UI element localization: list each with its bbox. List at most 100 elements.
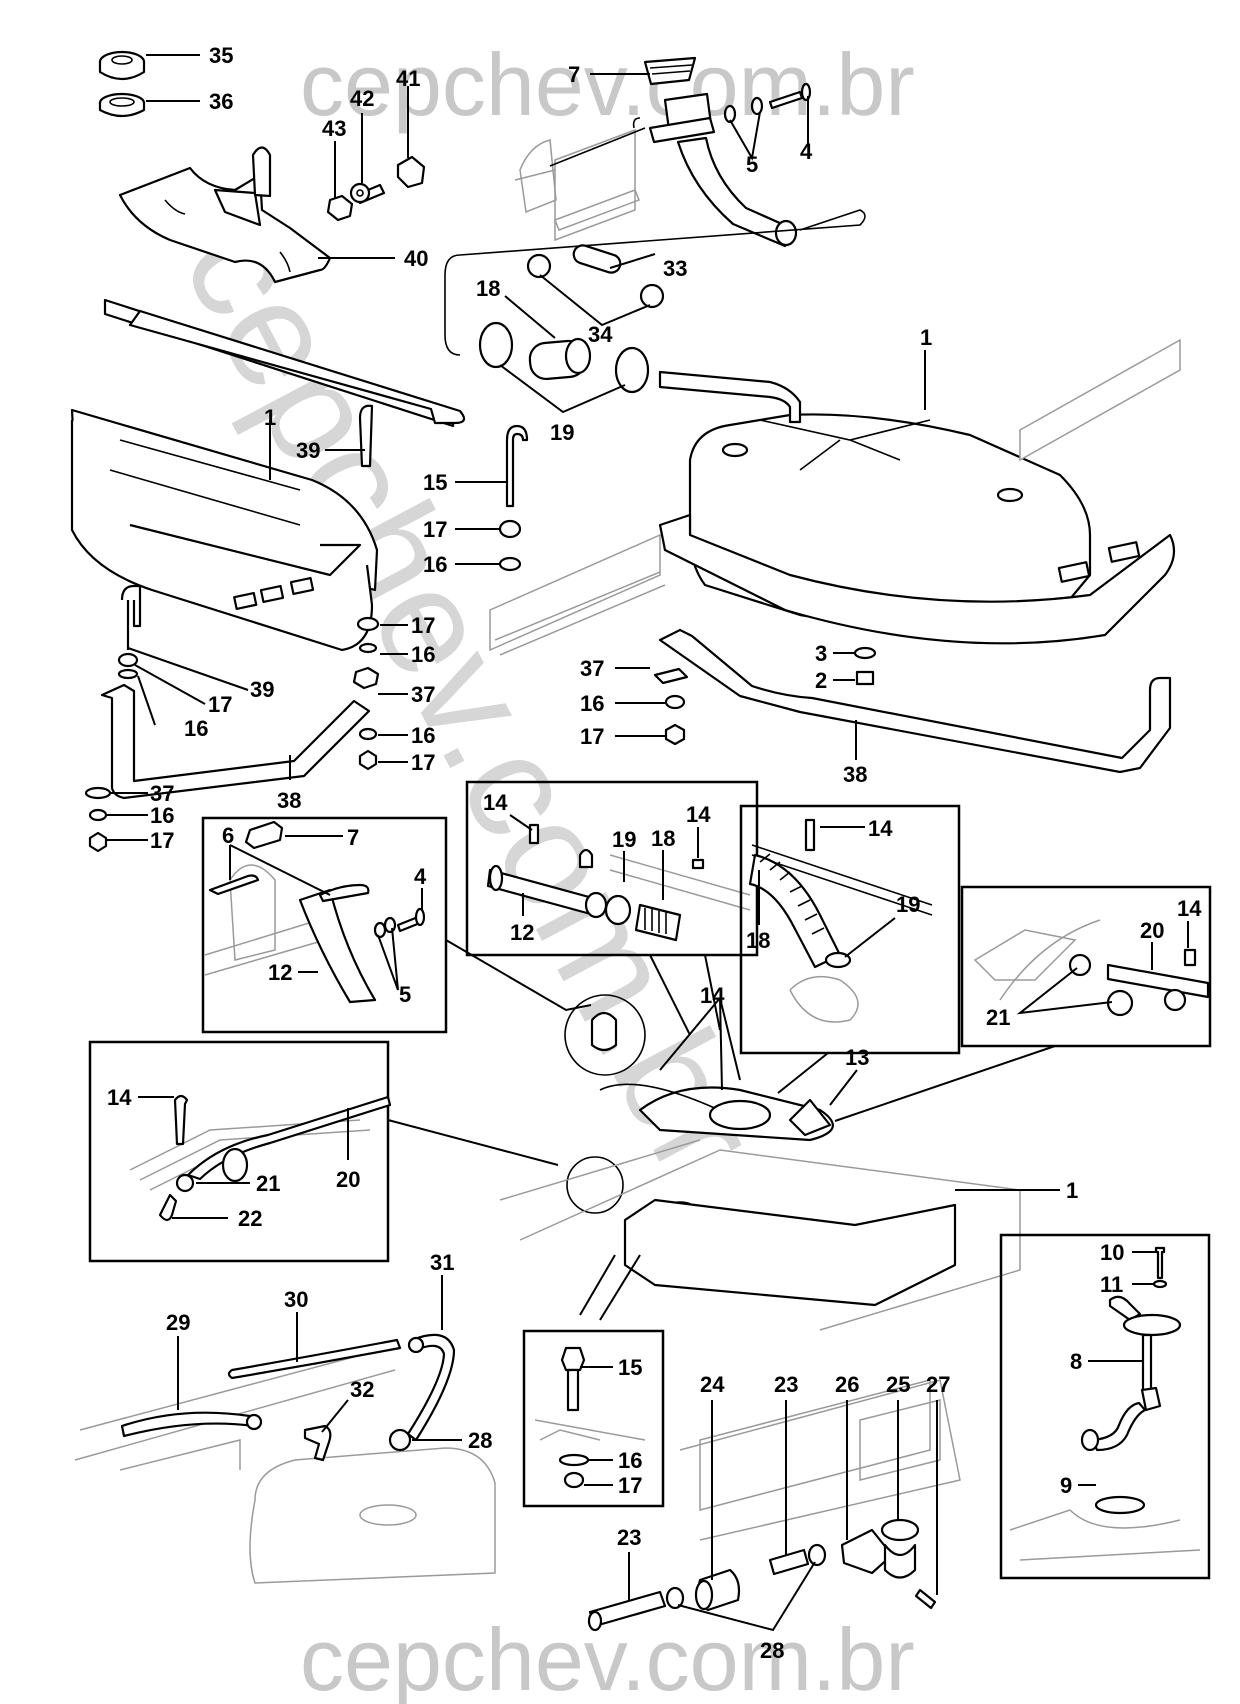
callout-39-bottom: 39 xyxy=(250,677,274,702)
callout-31: 31 xyxy=(430,1250,454,1275)
bracket-26 xyxy=(840,1528,894,1575)
watermark-bottom: cepchev.com.br xyxy=(300,1610,915,1704)
callout-19-hose: 19 xyxy=(612,827,636,852)
heat-shield-40 xyxy=(118,146,332,284)
callout-2: 2 xyxy=(815,668,827,693)
vent-hose-detail xyxy=(748,818,933,1023)
body-panel-ghost xyxy=(514,128,640,242)
callout-15-top: 15 xyxy=(423,470,447,495)
callout-28-left: 28 xyxy=(468,1428,492,1453)
vapor-line-detail xyxy=(129,1094,392,1222)
crossmember xyxy=(103,298,466,428)
bolt-39-right xyxy=(358,404,374,468)
callout-15-detail: 15 xyxy=(618,1355,642,1380)
callout-14-vent: 14 xyxy=(868,816,893,841)
callout-17-c2: 17 xyxy=(411,613,435,638)
clamps-34 xyxy=(526,253,665,309)
callout-7-top: 7 xyxy=(568,62,580,87)
filler-neck xyxy=(648,92,798,248)
callout-40: 40 xyxy=(404,246,428,271)
callout-21-line: 21 xyxy=(986,1005,1010,1030)
callout-20-vapor: 20 xyxy=(336,1167,360,1192)
callout-32: 32 xyxy=(350,1377,374,1402)
callout-41: 41 xyxy=(396,66,420,91)
hose-18-top xyxy=(528,337,592,381)
callout-14-hose-right: 14 xyxy=(686,802,711,827)
callout-12-detail-a: 12 xyxy=(268,960,292,985)
detail-box-vapor-line xyxy=(88,1040,390,1263)
callout-labels: 35 36 43 42 41 40 7 4 5 33 18 34 19 1 1 … xyxy=(107,43,1202,1663)
callout-33: 33 xyxy=(663,256,687,281)
callout-20-line: 20 xyxy=(1140,918,1164,943)
callout-30: 30 xyxy=(284,1287,308,1312)
callout-17-l1: 17 xyxy=(208,692,232,717)
callout-37-m: 37 xyxy=(580,656,604,681)
hose-29 xyxy=(120,1411,263,1438)
hose-33 xyxy=(572,244,622,274)
elbow-32 xyxy=(303,1424,332,1462)
callout-1-center: 1 xyxy=(1066,1178,1078,1203)
callout-19-vent: 19 xyxy=(896,892,920,917)
watermark-top: cepchev.com.br xyxy=(300,35,915,134)
callout-23-bottom: 23 xyxy=(617,1525,641,1550)
callout-16-m: 16 xyxy=(580,691,604,716)
callout-14-center: 14 xyxy=(700,983,725,1008)
callout-17-c1: 17 xyxy=(423,517,447,542)
callout-14-vapor: 14 xyxy=(107,1085,132,1110)
callout-38-right: 38 xyxy=(843,762,867,787)
callout-6: 6 xyxy=(222,823,234,848)
nut-43 xyxy=(326,194,354,222)
fill-hose-detail xyxy=(486,823,751,942)
tank-ghost-bottom xyxy=(74,1349,496,1584)
fuel-tank-left-1 xyxy=(70,408,379,652)
callout-4-top: 4 xyxy=(800,139,813,164)
sender-unit-detail xyxy=(1009,1246,1201,1561)
filler-cap-7 xyxy=(643,56,697,86)
callout-24: 24 xyxy=(700,1372,725,1397)
callout-26: 26 xyxy=(835,1372,859,1397)
callout-29: 29 xyxy=(166,1310,190,1335)
callout-37-c: 37 xyxy=(411,682,435,707)
frame-rail-ghost xyxy=(489,533,666,656)
callout-39-top: 39 xyxy=(296,438,320,463)
callout-14-line: 14 xyxy=(1177,896,1202,921)
detail-box-fuel-line xyxy=(960,885,1212,1048)
fuel-filter-24 xyxy=(694,1568,741,1612)
callout-18-vent: 18 xyxy=(746,928,770,953)
detail-leaders xyxy=(387,939,1056,1166)
callout-28-bottom: 28 xyxy=(760,1638,784,1663)
detail-box-sender-unit xyxy=(999,1233,1211,1580)
watermark: cepchev.com.br cepchev.com.br cepchev.co… xyxy=(152,35,915,1704)
callout-16-detail: 16 xyxy=(618,1448,642,1473)
chassis-ghost-bottom xyxy=(679,1379,961,1541)
installed-assembly xyxy=(499,994,1021,1331)
bushing-36 xyxy=(98,92,146,118)
callout-17-detail: 17 xyxy=(618,1473,642,1498)
hardware-left xyxy=(84,616,380,853)
clamp-28-left xyxy=(388,1428,412,1452)
callout-16-c3: 16 xyxy=(411,723,435,748)
callout-17-c3: 17 xyxy=(411,750,435,775)
bolt-27 xyxy=(914,1588,937,1610)
callout-5-detail: 5 xyxy=(399,982,411,1007)
callout-5-top: 5 xyxy=(746,152,758,177)
callout-36: 36 xyxy=(209,89,233,114)
callout-1-left: 1 xyxy=(264,405,276,430)
frame-ghost-right xyxy=(1019,338,1181,462)
strap-38-right xyxy=(658,628,1172,774)
callout-18-top: 18 xyxy=(476,276,500,301)
callout-25: 25 xyxy=(886,1372,910,1397)
callout-17-m: 17 xyxy=(580,724,604,749)
strap-38-left xyxy=(100,683,371,800)
callout-16-l1: 16 xyxy=(184,716,208,741)
callout-7-detail: 7 xyxy=(347,825,359,850)
callout-3: 3 xyxy=(815,641,827,666)
callout-22: 22 xyxy=(238,1206,262,1231)
callout-42: 42 xyxy=(350,86,374,111)
callout-37-l: 37 xyxy=(150,781,174,806)
clamps-19-top xyxy=(478,321,650,394)
hose-30 xyxy=(227,1338,402,1380)
washers-5 xyxy=(723,96,764,124)
callout-10: 10 xyxy=(1100,1240,1124,1265)
